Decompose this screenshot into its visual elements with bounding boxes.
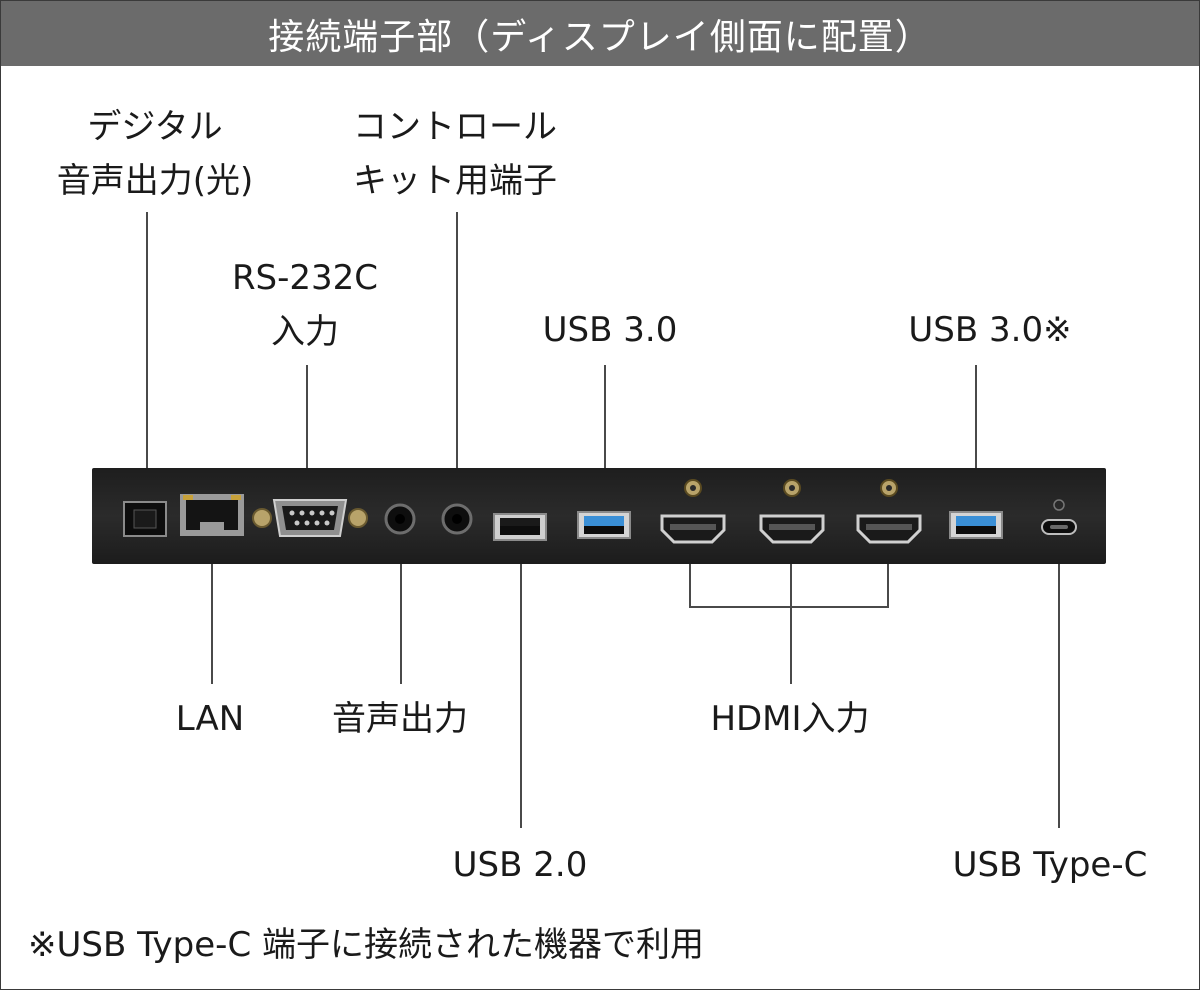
label-usb20-text: USB 2.0 xyxy=(452,845,588,885)
label-optical-line1: デジタル xyxy=(87,107,223,147)
label-usb30-b-text: USB 3.0※ xyxy=(908,310,1072,350)
label-lan: LAN xyxy=(150,692,270,746)
label-control-line2: キット用端子 xyxy=(353,161,557,201)
leader-hdmi-mid xyxy=(790,540,792,684)
label-rs232c-line2: 入力 xyxy=(271,312,339,352)
leader-hdmi-left xyxy=(689,540,691,608)
label-audio-out-text: 音声出力 xyxy=(332,699,468,739)
label-audio-out: 音声出力 xyxy=(300,692,500,746)
leader-rs232c xyxy=(306,365,308,503)
label-usb30-a-text: USB 3.0 xyxy=(542,310,678,350)
leader-usb30-b xyxy=(975,365,977,513)
leader-lan xyxy=(211,564,213,684)
label-lan-text: LAN xyxy=(175,699,245,739)
label-usb30-a: USB 3.0 xyxy=(520,303,700,357)
leader-control xyxy=(456,212,458,504)
leader-hdmi-bracket xyxy=(689,606,889,608)
label-control-line1: コントロール xyxy=(353,107,557,147)
title-text: 接続端子部（ディスプレイ側面に配置） xyxy=(268,16,932,58)
label-rs232c: RS-232C 入力 xyxy=(200,251,410,359)
leader-usb20 xyxy=(520,540,522,828)
label-control-kit: コントロール キット用端子 xyxy=(340,100,570,208)
label-usbc: USB Type-C xyxy=(920,838,1180,892)
leader-usb30-a xyxy=(604,365,606,513)
label-hdmi-text: HDMI入力 xyxy=(710,699,870,739)
leader-optical xyxy=(146,212,148,504)
connector-panel xyxy=(92,468,1106,564)
diagram-title: 接続端子部（ディスプレイ側面に配置） xyxy=(1,1,1199,66)
label-usbc-text: USB Type-C xyxy=(952,845,1148,885)
label-usb20: USB 2.0 xyxy=(430,838,610,892)
leader-audio-out xyxy=(400,540,402,684)
label-rs232c-line1: RS-232C xyxy=(231,258,379,298)
label-usb30-b: USB 3.0※ xyxy=(880,303,1100,357)
label-hdmi: HDMI入力 xyxy=(680,692,900,746)
leader-hdmi-right xyxy=(887,540,889,608)
label-optical: デジタル 音声出力(光) xyxy=(40,100,270,208)
label-optical-line2: 音声出力(光) xyxy=(56,161,254,201)
footnote: ※USB Type-C 端子に接続された機器で利用 xyxy=(28,925,704,965)
leader-usbc xyxy=(1058,540,1060,828)
